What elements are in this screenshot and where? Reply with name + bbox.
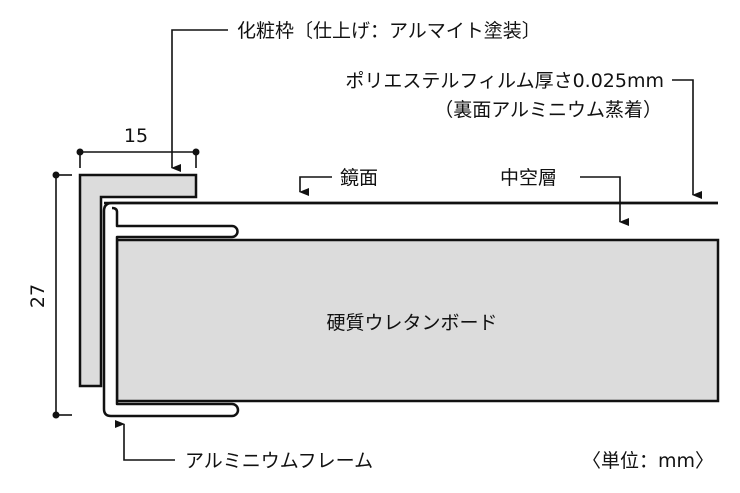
film-leader bbox=[672, 79, 702, 199]
film-label-line2: （裏面アルミニウム蒸着） bbox=[434, 99, 662, 121]
urethane-board bbox=[115, 238, 720, 403]
aluminum-frame bbox=[102, 201, 718, 418]
height-dimension: 27 bbox=[27, 171, 72, 419]
mirror-surface-label: 鏡面 bbox=[340, 167, 378, 189]
decorative-frame-label: 化粧枠〔仕上げ：アルマイト塗装〕 bbox=[237, 19, 541, 42]
hollow-layer-label: 中空層 bbox=[500, 167, 557, 189]
board-label: 硬質ウレタンボード bbox=[326, 312, 497, 334]
width-dimension: 15 bbox=[76, 125, 200, 168]
mirror-surface-leader bbox=[299, 176, 332, 196]
unit-label: 〈単位：mm〉 bbox=[582, 450, 714, 472]
aluminum-frame-leader bbox=[115, 420, 175, 461]
width-value: 15 bbox=[124, 125, 148, 147]
height-value: 27 bbox=[27, 284, 49, 308]
film-label-line1: ポリエステルフィルム厚さ0.025mm bbox=[345, 70, 664, 92]
aluminum-frame-label: アルミニウムフレーム bbox=[185, 450, 373, 472]
decorative-frame bbox=[78, 173, 198, 388]
decorative-frame-leader bbox=[171, 29, 228, 172]
hollow-layer-leader bbox=[580, 176, 629, 226]
